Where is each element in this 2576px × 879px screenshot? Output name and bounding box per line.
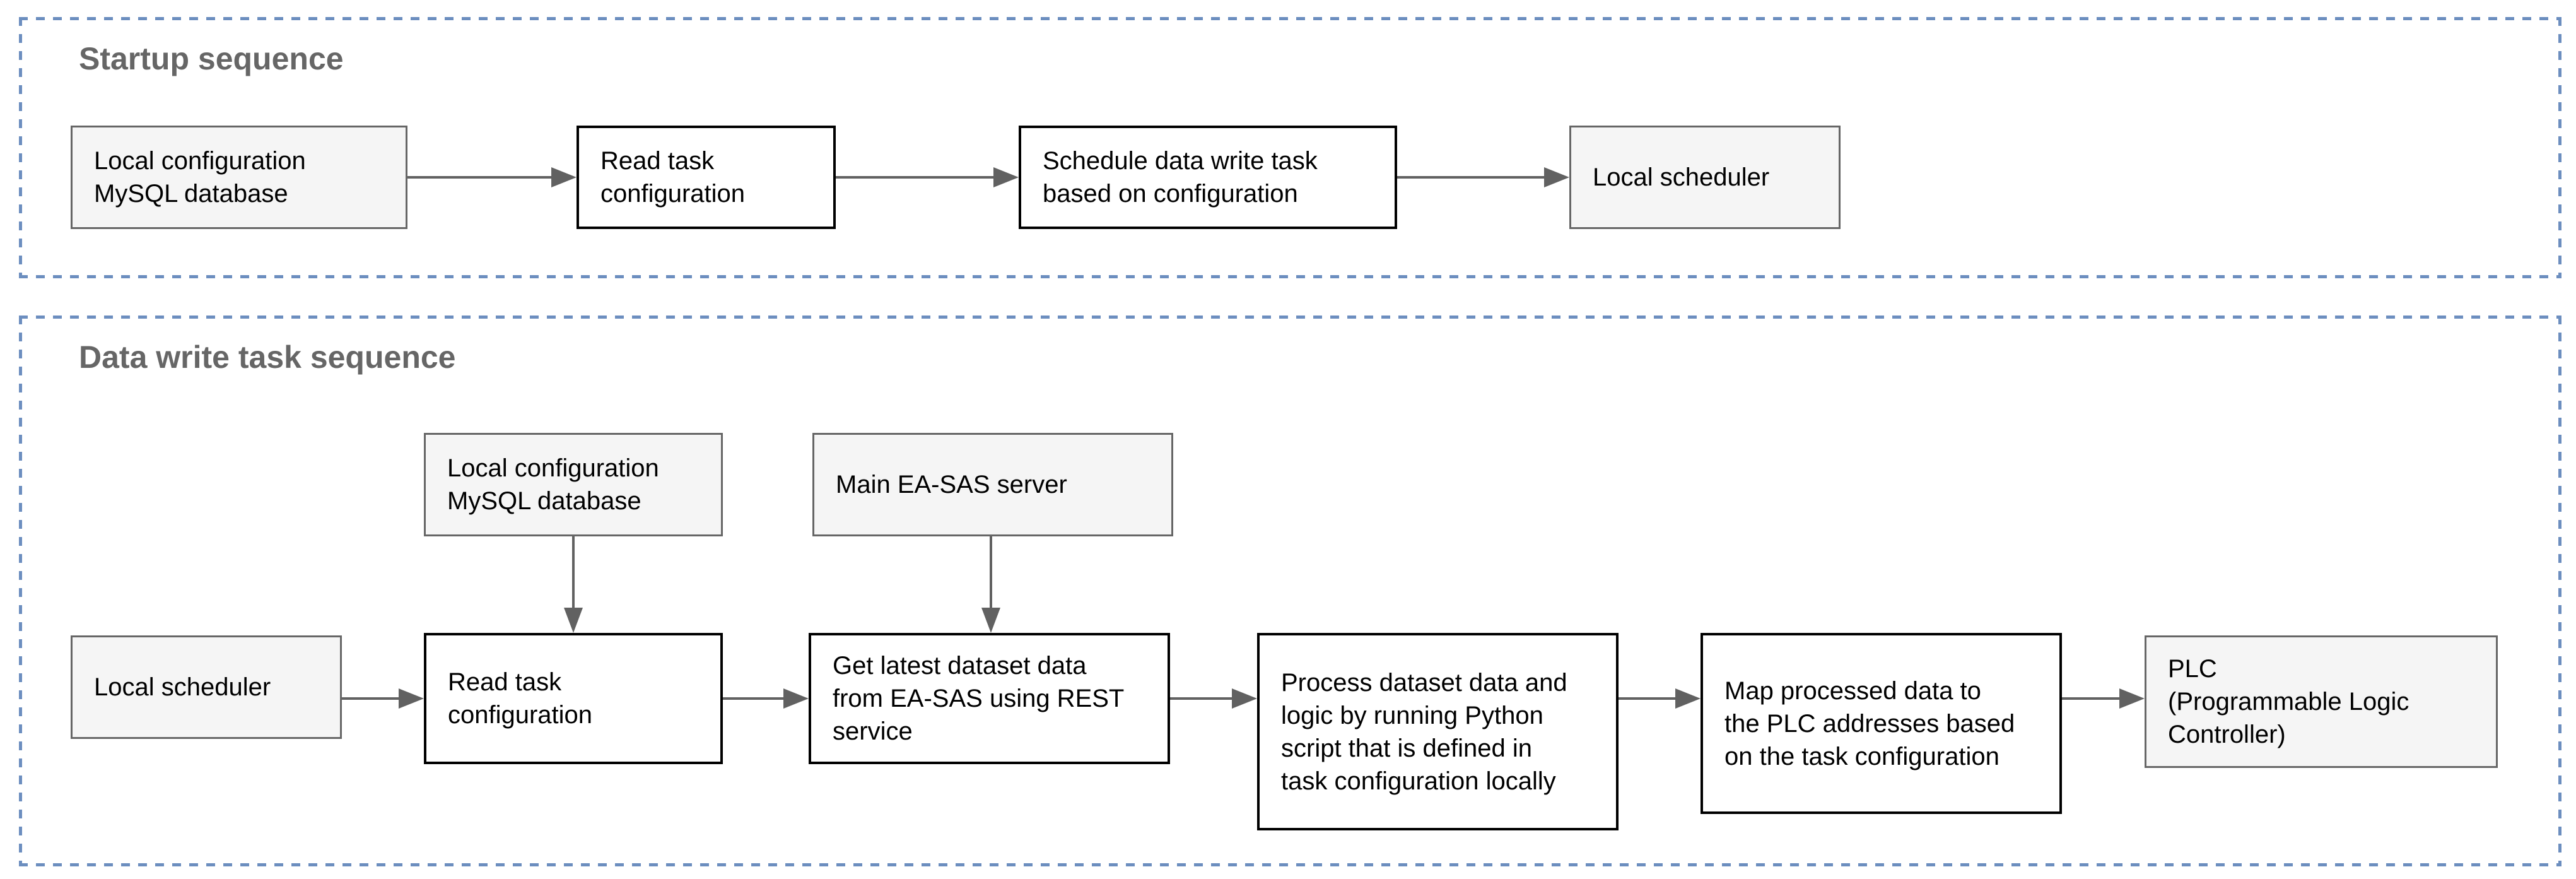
section-title-data-write-task: Data write task sequence bbox=[79, 339, 456, 375]
arrow-line bbox=[1619, 697, 1675, 700]
arrowhead-down-icon bbox=[981, 608, 1000, 633]
arrowhead-right-icon bbox=[551, 167, 577, 187]
node-label: Read task configuration bbox=[600, 147, 746, 208]
node-label: Process dataset data and logic by runnin… bbox=[1281, 668, 1567, 795]
node-label: Local configuration MySQL database bbox=[94, 147, 306, 208]
arrow-line bbox=[342, 697, 399, 700]
node-plc: PLC (Programmable Logic Controller) bbox=[2145, 635, 2498, 768]
arrow-line bbox=[990, 536, 992, 608]
arrowhead-right-icon bbox=[1544, 167, 1569, 187]
arrowhead-right-icon bbox=[993, 167, 1019, 187]
node-local-config-db-startup: Local configuration MySQL database bbox=[71, 126, 407, 229]
arrow-line bbox=[1397, 176, 1544, 179]
node-label: Local scheduler bbox=[1593, 163, 1770, 191]
arrowhead-right-icon bbox=[1232, 688, 1257, 709]
node-label: Read task configuration bbox=[448, 668, 593, 729]
node-label: Get latest dataset data from EA-SAS usin… bbox=[833, 652, 1125, 745]
arrow-line bbox=[1170, 697, 1232, 700]
arrowhead-right-icon bbox=[399, 688, 424, 709]
node-local-scheduler-startup: Local scheduler bbox=[1569, 126, 1841, 229]
node-schedule-write-task: Schedule data write task based on config… bbox=[1019, 126, 1397, 229]
arrow-line bbox=[407, 176, 551, 179]
arrowhead-right-icon bbox=[1675, 688, 1701, 709]
node-read-task-config: Read task configuration bbox=[424, 633, 723, 764]
node-label: Local scheduler bbox=[94, 673, 271, 701]
section-title-startup: Startup sequence bbox=[79, 41, 344, 76]
arrow-line bbox=[836, 176, 993, 179]
arrowhead-right-icon bbox=[783, 688, 809, 709]
arrow-line bbox=[2062, 697, 2119, 700]
node-label: Local configuration MySQL database bbox=[447, 454, 659, 515]
node-label: Schedule data write task based on config… bbox=[1043, 147, 1318, 208]
node-local-scheduler: Local scheduler bbox=[71, 635, 342, 739]
node-read-task-config-startup: Read task configuration bbox=[577, 126, 836, 229]
arrow-line bbox=[572, 536, 575, 608]
node-get-dataset-data: Get latest dataset data from EA-SAS usin… bbox=[809, 633, 1170, 764]
node-local-config-db: Local configuration MySQL database bbox=[424, 433, 723, 536]
node-label: Map processed data to the PLC addresses … bbox=[1724, 676, 2015, 770]
arrowhead-right-icon bbox=[2119, 688, 2145, 709]
arrow-line bbox=[723, 697, 783, 700]
node-process-dataset-data: Process dataset data and logic by runnin… bbox=[1257, 633, 1619, 830]
arrowhead-down-icon bbox=[564, 608, 583, 633]
node-label: Main EA-SAS server bbox=[836, 471, 1067, 498]
node-label: PLC (Programmable Logic Controller) bbox=[2168, 655, 2409, 748]
node-map-data-to-plc: Map processed data to the PLC addresses … bbox=[1701, 633, 2062, 814]
node-main-easas-server: Main EA-SAS server bbox=[812, 433, 1173, 536]
